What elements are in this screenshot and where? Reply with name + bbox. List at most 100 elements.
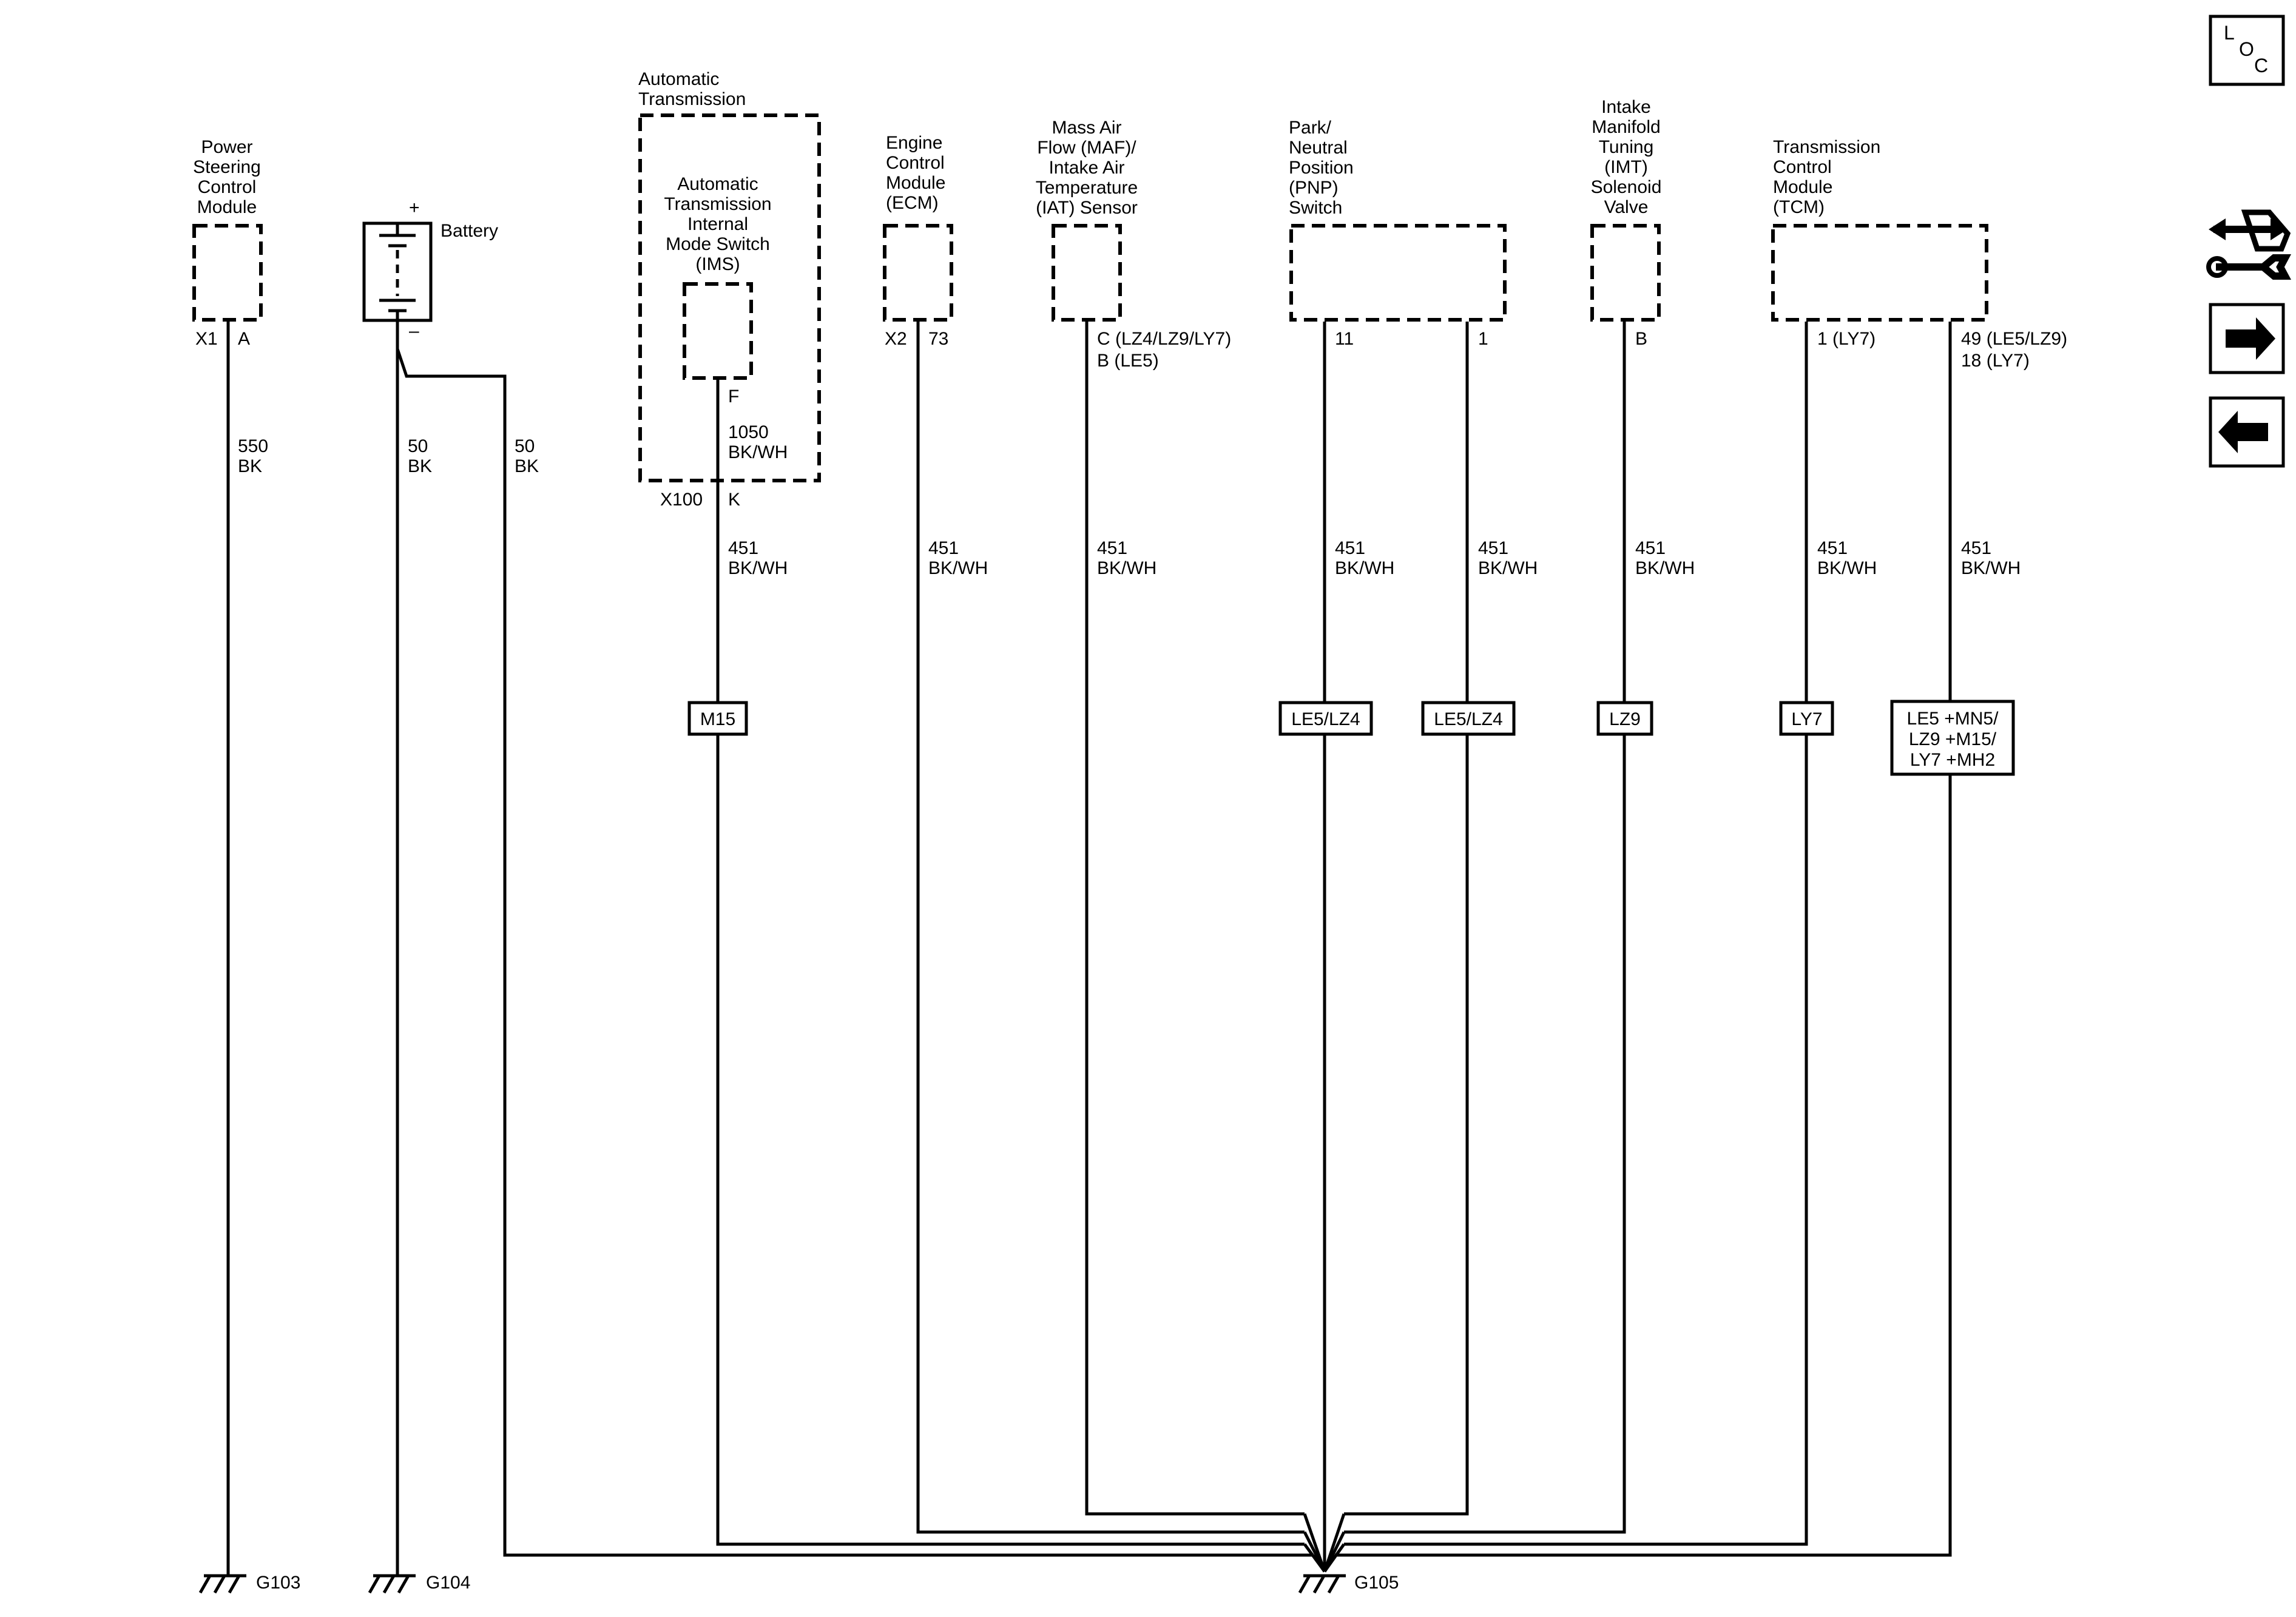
pnp-name-1: Park/ <box>1289 118 1332 138</box>
loc-letter-c: C <box>2254 55 2268 76</box>
ims-name-4: Mode Switch <box>666 234 770 254</box>
maf-name-2: Flow (MAF)/ <box>1037 138 1136 158</box>
maf-name-1: Mass Air <box>1052 118 1121 138</box>
pnp-pin-1: 11 <box>1335 329 1354 349</box>
engine-control-module: Engine Control Module (ECM) X2 73 451 BK… <box>883 133 988 578</box>
g105-tick-1 <box>1298 1575 1311 1594</box>
at-tag-box <box>687 701 748 736</box>
ims-inner-wire-num: 1050 <box>728 422 769 442</box>
tcm-name-4: (TCM) <box>1773 197 1825 217</box>
ecm-wire-num: 451 <box>928 538 959 558</box>
g103-tick-1 <box>198 1575 212 1594</box>
ground-g103: G103 <box>198 1573 300 1594</box>
ground-g104: G104 <box>368 1573 470 1594</box>
transmission-control-module: Transmission Control Module (TCM) 1 (LY7… <box>1771 137 2067 776</box>
g105-tick-3 <box>1327 1575 1340 1594</box>
tcm-wire1-num: 451 <box>1817 538 1848 558</box>
pnp-tag2: LE5/LZ4 <box>1434 709 1502 729</box>
ims-name-5: (IMS) <box>695 254 740 274</box>
wire-maf <box>1085 322 1305 1516</box>
loc-button-box[interactable] <box>2209 15 2285 86</box>
arrow-left-icon <box>2218 411 2268 453</box>
imt-name-2: Manifold <box>1592 117 1660 137</box>
tools-wrench-head <box>2206 256 2228 278</box>
pnp-wire2-color: BK/WH <box>1478 558 1538 578</box>
maf-box <box>1052 224 1122 322</box>
ecm-connector: X2 <box>885 329 907 349</box>
pnp-name-3: Position <box>1289 158 1354 178</box>
at-outer-box <box>638 113 821 482</box>
wires <box>226 320 1952 1575</box>
battery-wire2-color: BK <box>515 456 539 476</box>
maf-name-5: (IAT) Sensor <box>1036 198 1138 218</box>
battery-plus: + <box>409 198 420 218</box>
g105-tick-2 <box>1312 1575 1326 1594</box>
maf-pin-1: C (LZ4/LZ9/LY7) <box>1097 329 1231 349</box>
wire-tcm-1 <box>1344 322 1808 1546</box>
tools-arrow-right <box>2271 218 2288 240</box>
tcm-pin-1: 1 (LY7) <box>1817 329 1876 349</box>
next-page-button[interactable] <box>2209 303 2285 374</box>
tcm-name-3: Module <box>1773 177 1832 197</box>
tcm-tag1: LY7 <box>1791 709 1822 729</box>
pnp-switch: Park/ Neutral Position (PNP) Switch 11 1… <box>1278 118 1538 736</box>
ecm-name-2: Control <box>886 153 945 173</box>
at-wire-num: 451 <box>728 538 758 558</box>
converge-8 <box>1323 1554 1337 1573</box>
tcm-pin-2b: 18 (LY7) <box>1961 351 2030 371</box>
imt-name-4: (IMT) <box>1604 157 1648 177</box>
ims-pin-f: F <box>728 387 739 407</box>
ecm-wire-color: BK/WH <box>928 558 988 578</box>
tcm-box <box>1771 224 1988 322</box>
pnp-pin-2: 1 <box>1478 329 1488 349</box>
pnp-wire2-num: 451 <box>1478 538 1508 558</box>
tcm-name-2: Control <box>1773 157 1832 177</box>
arrow-right-icon <box>2226 317 2275 360</box>
tcm-tag2-line3: LY7 +MH2 <box>1910 750 1995 770</box>
imt-wire-color: BK/WH <box>1635 558 1695 578</box>
psc-name-3: Control <box>198 177 257 197</box>
at-wire-color: BK/WH <box>728 558 788 578</box>
ims-name-2: Transmission <box>664 194 771 214</box>
psc-wire-num: 550 <box>238 436 268 456</box>
tcm-tag2-line1: LE5 +MN5/ <box>1907 709 1999 729</box>
loc-letter-l: L <box>2224 22 2235 44</box>
g104-tick-3 <box>397 1575 410 1594</box>
power-steering-control-module: Power Steering Control Module X1 A 550 B… <box>192 137 268 476</box>
g104-label: G104 <box>426 1573 470 1593</box>
wire-at <box>716 482 1305 1546</box>
maf-name-4: Temperature <box>1036 178 1138 198</box>
pnp-name-5: Switch <box>1289 198 1342 218</box>
previous-page-button[interactable] <box>2209 396 2285 468</box>
pnp-box <box>1289 224 1507 322</box>
imt-pin: B <box>1635 329 1647 349</box>
loc-letter-o: O <box>2239 38 2254 60</box>
loc-button[interactable]: L O C <box>2209 15 2285 86</box>
tcm-wire1-color: BK/WH <box>1817 558 1877 578</box>
ims-inner-wire-color: BK/WH <box>728 442 788 462</box>
g103-tick-3 <box>228 1575 241 1594</box>
connector-tools-icon[interactable] <box>2206 209 2291 280</box>
psc-name-2: Steering <box>193 157 261 177</box>
imt-solenoid-valve: Intake Manifold Tuning (IMT) Solenoid Va… <box>1590 97 1695 736</box>
ecm-box <box>883 224 953 322</box>
g105-label: G105 <box>1354 1573 1399 1593</box>
at-tag: M15 <box>700 709 735 729</box>
tools-arrow-left <box>2209 218 2226 240</box>
battery-name: Battery <box>441 221 498 241</box>
tcm-name-1: Transmission <box>1773 137 1880 157</box>
battery-minus: – <box>409 321 419 341</box>
converge-4 <box>1312 1554 1326 1573</box>
imt-name-6: Valve <box>1604 197 1649 217</box>
g104-tick-2 <box>382 1575 396 1594</box>
pnp-name-4: (PNP) <box>1289 178 1339 198</box>
wire-ecm <box>916 322 1305 1534</box>
imt-tag: LZ9 <box>1609 709 1641 729</box>
maf-wire-num: 451 <box>1097 538 1127 558</box>
tcm-tag2-box <box>1890 700 2015 776</box>
tools-wrench <box>2216 254 2291 280</box>
pnp-wire1-num: 451 <box>1335 538 1365 558</box>
imt-tag-box <box>1596 701 1653 736</box>
at-pin-k: K <box>728 490 740 510</box>
